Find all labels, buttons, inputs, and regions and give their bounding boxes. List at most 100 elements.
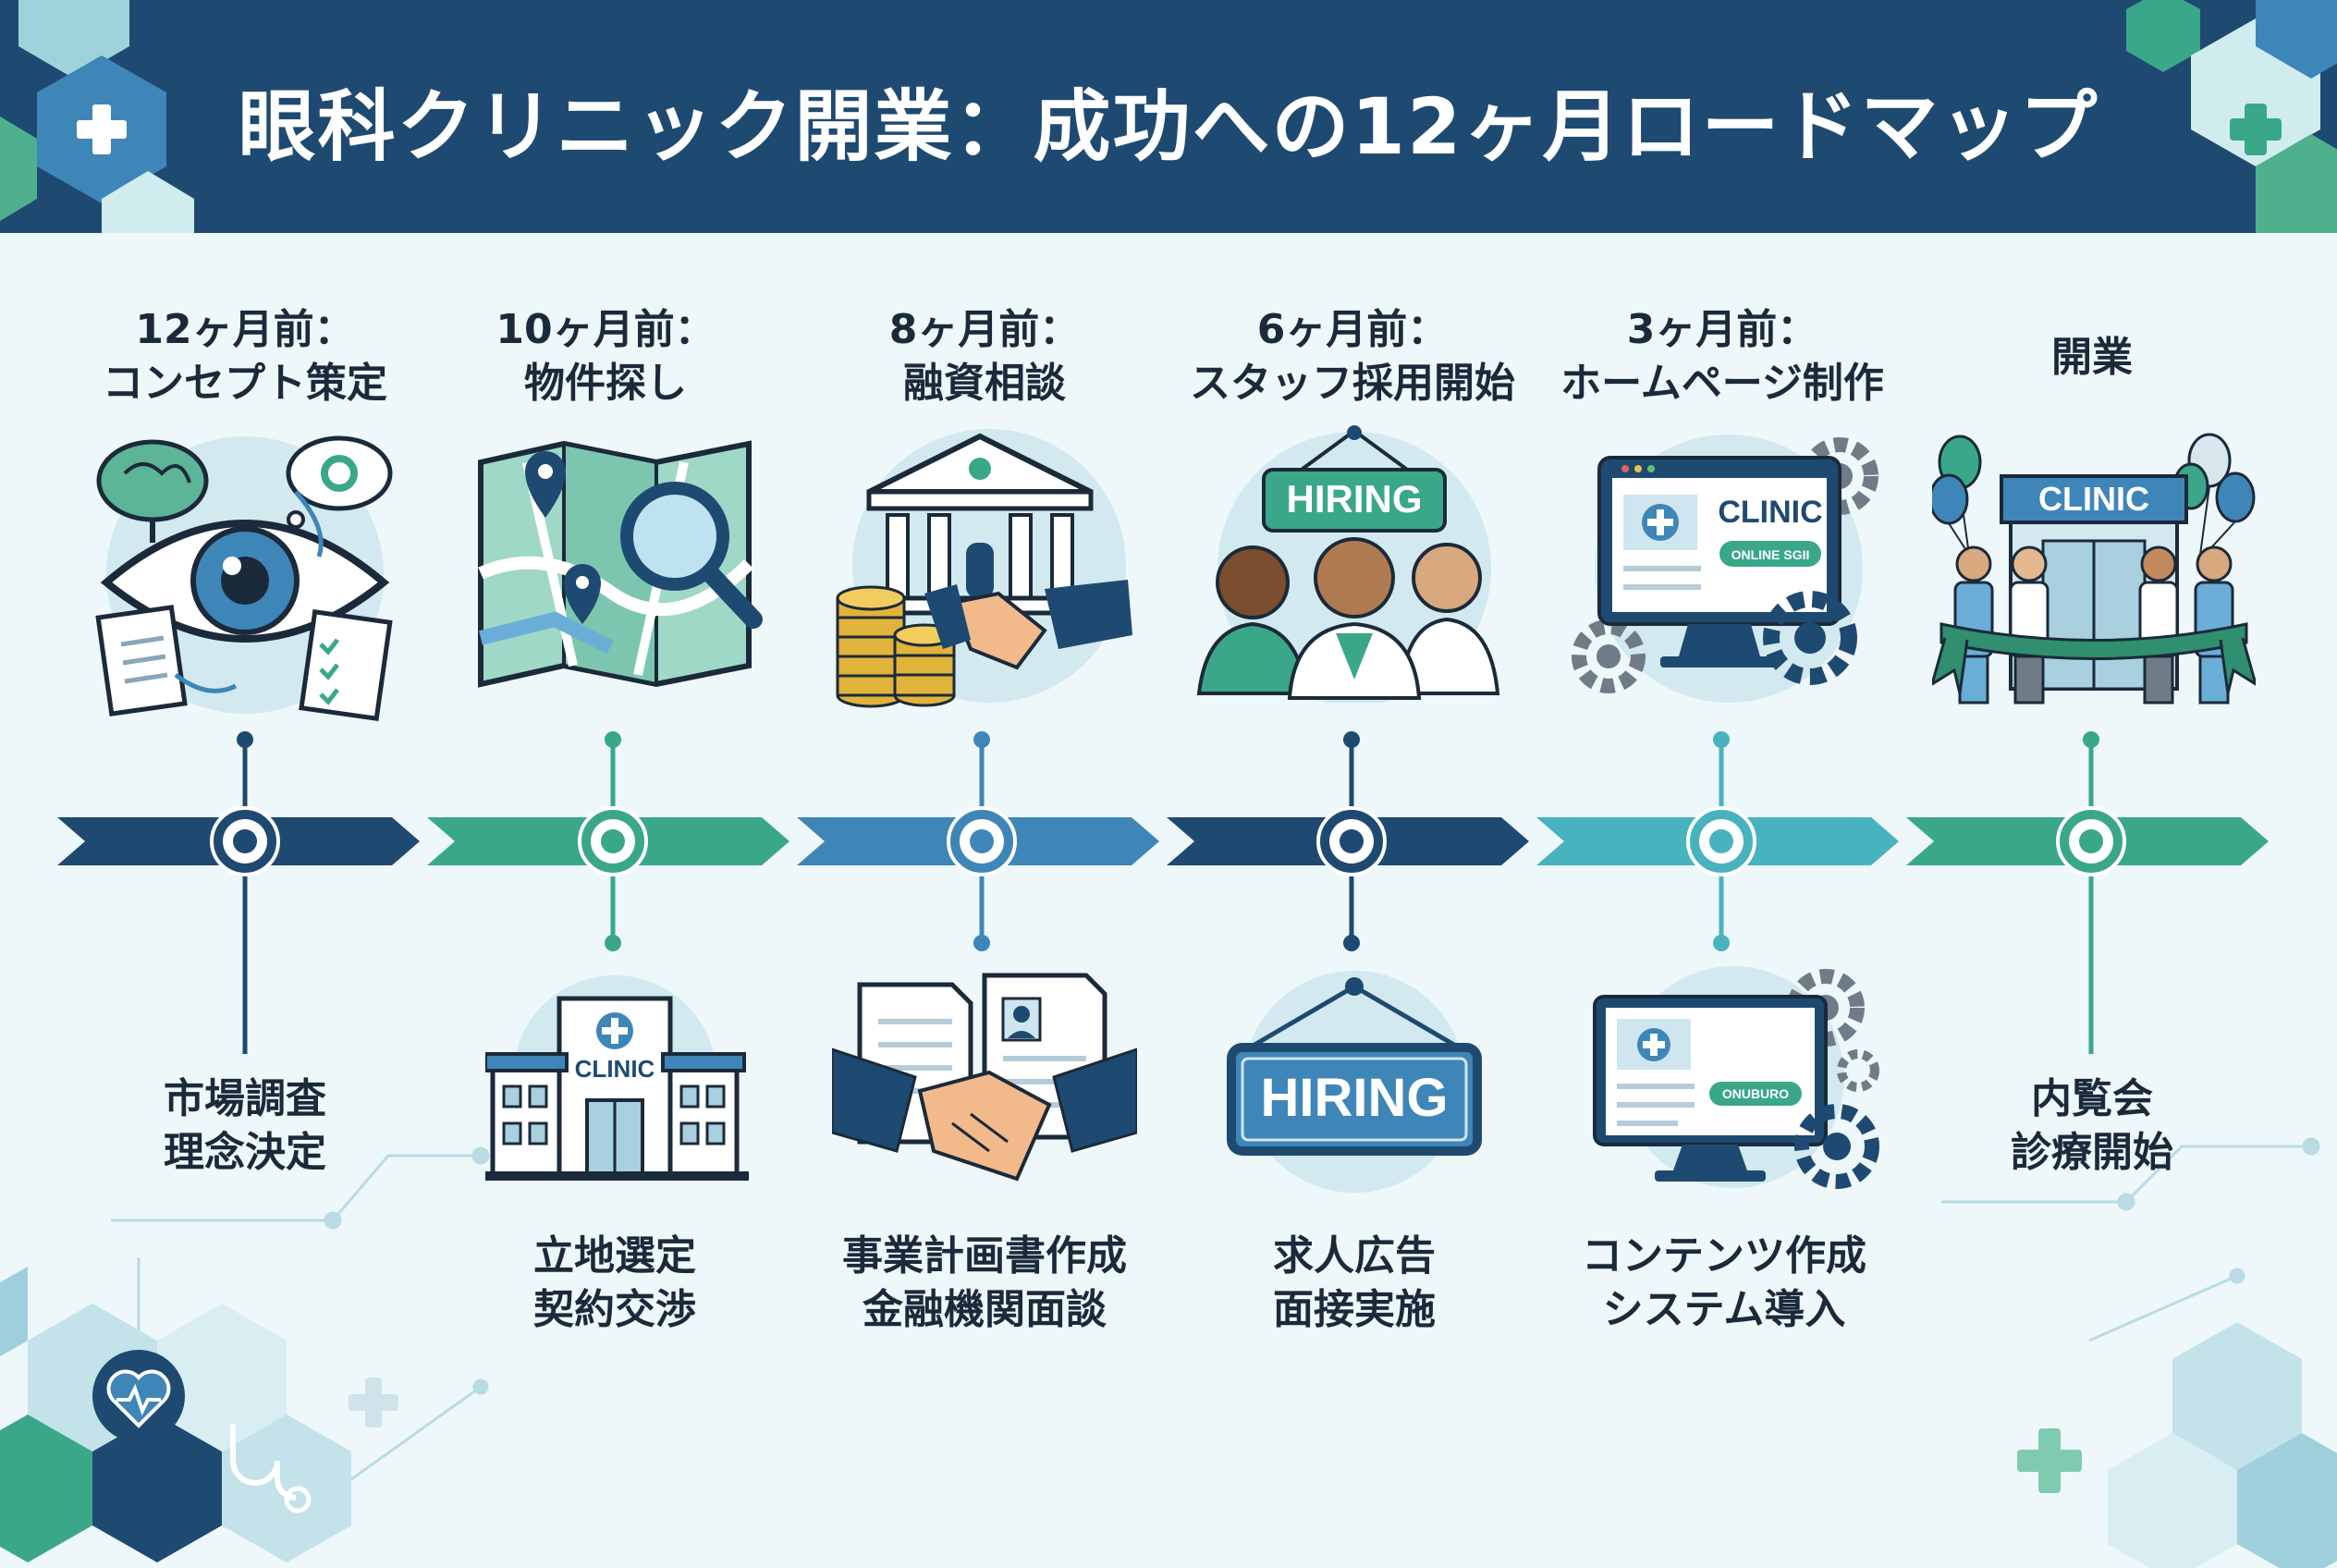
eye-concept-icon	[95, 435, 393, 722]
task-item: 内覧会	[2031, 1075, 2153, 1122]
timeline-node-center	[233, 829, 257, 853]
connector-dot	[973, 731, 990, 748]
checklist-icon	[299, 608, 393, 722]
gear-icon	[1763, 591, 1857, 685]
clipboard-icon	[95, 605, 188, 717]
online-button-text: ONLINE SGII	[1731, 547, 1810, 562]
milestone-label-2: 10ヶ月前： 物件探し	[407, 303, 804, 410]
timeline-node-center	[970, 829, 994, 853]
clinic-building-icon: CLINIC	[485, 975, 749, 1181]
cycle-arrow-icon	[294, 490, 324, 557]
connector-dot	[1343, 935, 1360, 951]
clinic-opening-sign-text: CLINIC	[2038, 480, 2149, 518]
hiring-sign-text: HIRING	[1287, 477, 1423, 521]
timeline-node-center	[2079, 829, 2103, 853]
milestone-tasks-2: 立地選定 契約交渉	[416, 1230, 814, 1337]
task-item: 事業計画書作成	[842, 1232, 1127, 1280]
timeline-node-center	[601, 829, 625, 853]
milestone-tasks-4: 求人広告 面接実施	[1156, 1230, 1553, 1337]
gear-icon	[1837, 1049, 1879, 1092]
milestone-title: スタッフ採用開始	[1190, 360, 1515, 407]
task-item: 市場調査	[164, 1075, 326, 1122]
map-icon	[478, 440, 763, 688]
milestone-label-5: 3ヶ月前： ホームページ制作	[1523, 303, 1921, 410]
clinic-web-text: CLINIC	[1718, 495, 1822, 530]
balloon-icon	[1932, 473, 1970, 556]
monitor-icon: CLINIC ONLINE SGII	[1597, 456, 1841, 668]
map-pin-icon	[525, 451, 566, 518]
header-banner: 眼科クリニック開業：成功への12ヶ月ロードマップ	[0, 0, 2337, 233]
bank-loan-icon	[836, 429, 1132, 708]
staff-hiring-icon: HIRING	[1197, 425, 1500, 703]
job-ad-icon: HIRING	[1227, 971, 1482, 1193]
milestone-label-4: 6ヶ月前： スタッフ採用開始	[1154, 303, 1551, 410]
timeline-node-center	[1709, 829, 1733, 853]
network-lines-decoration	[111, 1137, 2320, 1481]
milestone-time: 6ヶ月前：	[1256, 306, 1449, 353]
task-item: 理念決定	[164, 1129, 326, 1176]
milestone-label-3: 8ヶ月前： 融資相談	[786, 303, 1183, 410]
coin-stack-icon	[836, 585, 956, 708]
connector-dot	[605, 935, 621, 951]
magnifier-icon	[620, 482, 763, 629]
connector-dot	[2083, 731, 2099, 748]
hiring-sign-icon: HIRING	[1262, 425, 1447, 533]
business-plan-icon	[832, 973, 1137, 1182]
handshake-icon	[832, 1047, 1137, 1182]
plus-icon-decoration	[2017, 1428, 2082, 1493]
map-pin-icon	[564, 564, 601, 624]
milestone-label-1: 12ヶ月前： コンセプト策定	[46, 303, 444, 410]
stethoscope-icon	[230, 1424, 312, 1513]
cycle-arrow-icon	[174, 673, 238, 693]
milestone-tasks-1: 市場調査 理念決定	[46, 1072, 444, 1180]
milestone-tasks-6: 内覧会 診療開始	[1893, 1072, 2291, 1180]
task-item: 診療開始	[2011, 1129, 2173, 1176]
handshake-icon	[924, 580, 1132, 670]
page-title: 眼科クリニック開業：成功への12ヶ月ロードマップ	[238, 81, 2099, 172]
task-item: 面接実施	[1273, 1286, 1436, 1333]
gear-icon	[1572, 619, 1646, 693]
connector-dot	[1713, 935, 1730, 951]
system-setup-icon: ONUBURO	[1593, 966, 1879, 1189]
plus-icon	[2230, 104, 2282, 155]
web-button-text: ONUBURO	[1722, 1086, 1789, 1101]
task-item: 求人広告	[1273, 1232, 1436, 1280]
connector-dot	[1343, 731, 1360, 748]
clinic-opening-icon: CLINIC	[1932, 433, 2256, 704]
milestone-label-6: 開業	[1893, 331, 2291, 385]
plus-icon	[77, 104, 127, 154]
task-item: 立地選定	[533, 1232, 696, 1280]
ribbon-icon	[1932, 622, 2256, 694]
milestone-title: コンセプト策定	[103, 360, 387, 407]
staff-person-icon	[1398, 543, 1500, 695]
bank-icon	[857, 433, 1103, 616]
connector-dot	[1713, 731, 1730, 748]
hiring-sign-icon: HIRING	[1227, 1043, 1482, 1156]
staff-person-icon	[1197, 545, 1309, 695]
hiring-sign-text: HIRING	[1261, 1068, 1449, 1128]
milestone-tasks-5: コンテンツ作成 システム導入	[1525, 1230, 1923, 1337]
hexagon-decoration-bottom-right	[2108, 1322, 2337, 1568]
task-item: コンテンツ作成	[1582, 1232, 1866, 1280]
milestone-time: 3ヶ月前：	[1626, 306, 1818, 353]
milestone-time: 12ヶ月前：	[135, 306, 355, 353]
task-item: 金融機関面談	[863, 1286, 1107, 1333]
milestone-title: ホームページ制作	[1560, 360, 1884, 407]
heart-pulse-icon	[92, 1350, 185, 1442]
website-icon: CLINIC ONLINE SGII	[1572, 435, 1878, 703]
plus-icon-decoration	[349, 1378, 398, 1427]
milestone-tasks-3: 事業計画書作成 金融機関面談	[786, 1230, 1183, 1337]
gear-thought-icon	[286, 435, 393, 529]
doctor-person-icon	[2138, 545, 2179, 704]
monitor-icon: ONUBURO	[1593, 995, 1828, 1182]
timeline-node-center	[1340, 829, 1364, 853]
clinic-building-text: CLINIC	[575, 1055, 655, 1083]
gear-icon	[1794, 1104, 1879, 1189]
milestone-title: 融資相談	[903, 360, 1066, 407]
header-hexagon-decoration	[0, 0, 2337, 233]
brain-icon	[96, 439, 209, 543]
task-item: 契約交渉	[533, 1286, 696, 1333]
connector-dot	[973, 935, 990, 951]
